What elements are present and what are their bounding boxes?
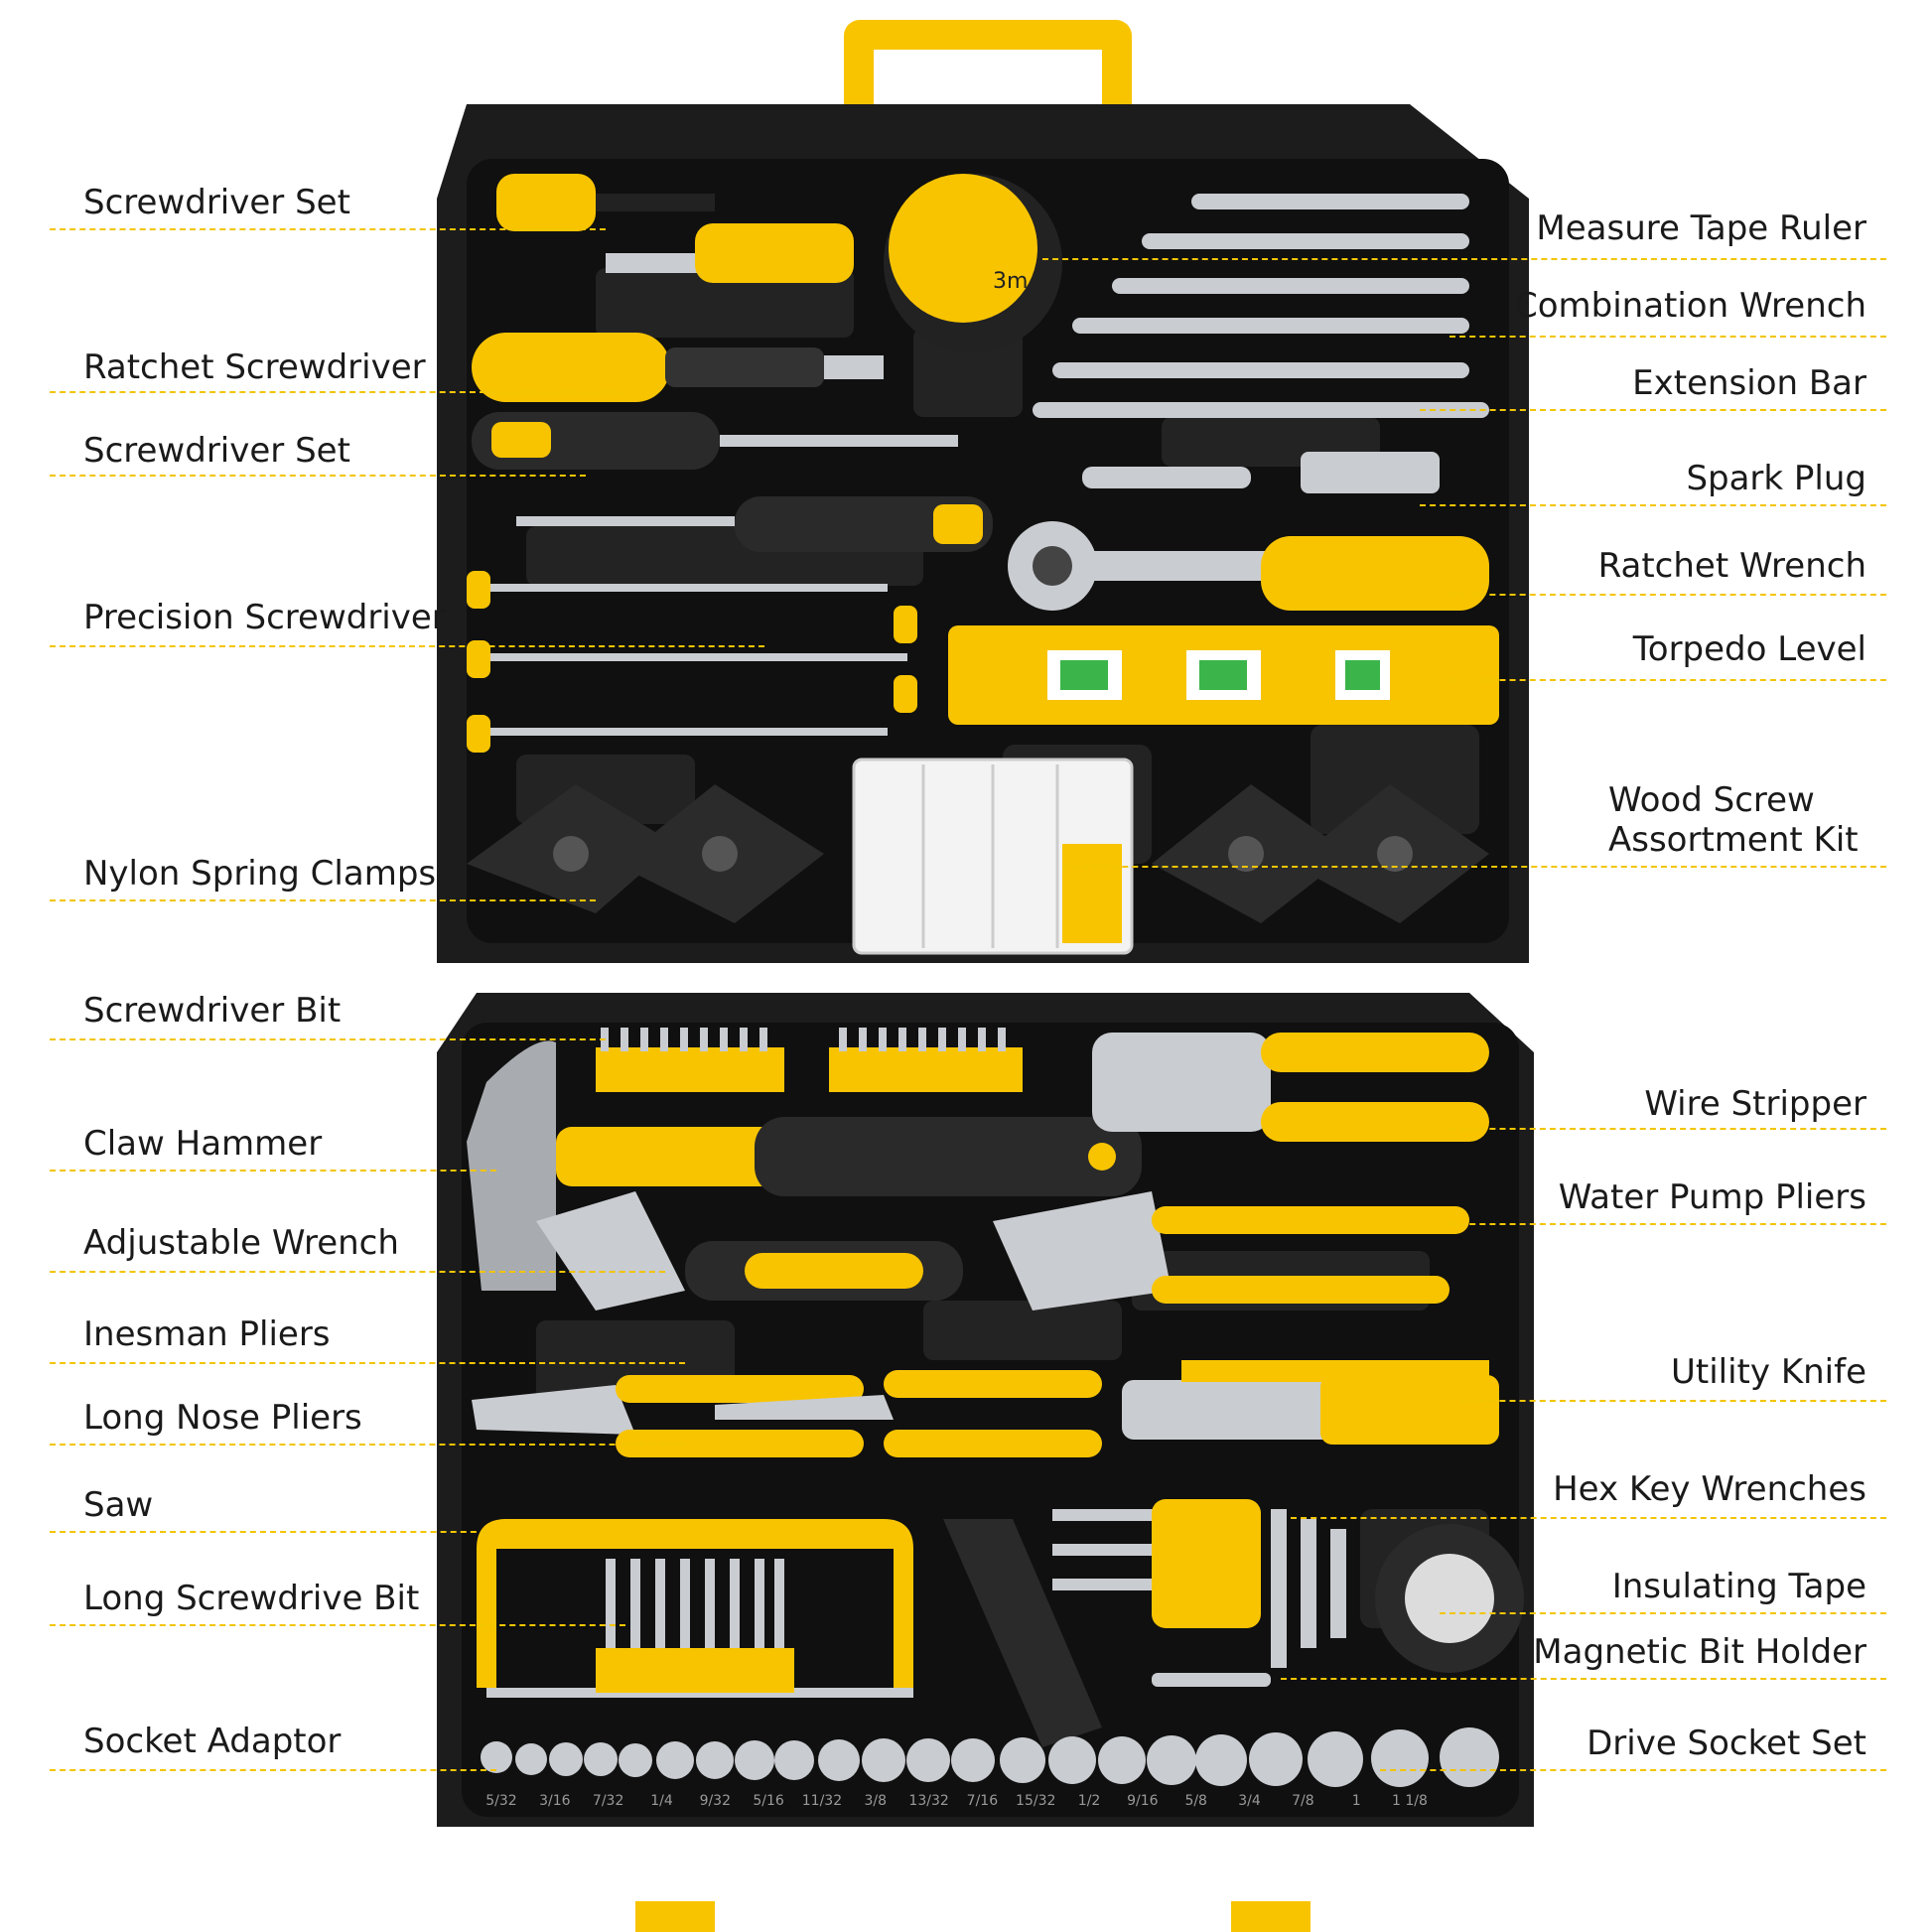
socket-size-label: 1 1/8: [1392, 1793, 1428, 1809]
water-pump-pliers: [993, 1191, 1469, 1311]
socket-size-label: 11/32: [802, 1793, 842, 1809]
precision-screwdrivers: [467, 571, 917, 753]
socket-size-label: 1/2: [1078, 1793, 1101, 1809]
claw-hammer: [467, 1040, 1142, 1291]
socket-size-label: 3/8: [864, 1793, 887, 1809]
tape-brand: 3m: [993, 269, 1028, 294]
long-nose-pliers: [715, 1370, 1102, 1457]
hex-key-wrenches: [1052, 1499, 1346, 1668]
ratchet-wrench: [1008, 521, 1489, 611]
torpedo-level: [948, 625, 1499, 725]
wood-screw-kit: [852, 758, 1134, 955]
screwdriver-set-mid: [472, 412, 993, 552]
magnetic-bit-holder: [1152, 1673, 1271, 1687]
socket-size-label: 3/16: [539, 1793, 571, 1809]
adjustable-wrench: [536, 1191, 963, 1311]
ratchet-screwdriver: [472, 333, 884, 402]
long-screwdriver-bits: [596, 1559, 794, 1693]
combination-wrenches: [1033, 194, 1489, 418]
drive-socket-set: [481, 1727, 1499, 1787]
socket-size-label: 9/16: [1127, 1793, 1159, 1809]
measure-tape: 3m: [884, 174, 1062, 352]
wire-stripper: [1092, 1033, 1489, 1142]
socket-size-label: 15/32: [1016, 1793, 1055, 1809]
lineman-pliers: [472, 1375, 864, 1457]
socket-size-label: 1/4: [650, 1793, 673, 1809]
socket-size-label: 1: [1352, 1793, 1361, 1809]
socket-size-label: 5/8: [1184, 1793, 1207, 1809]
insulating-tape: [1375, 1524, 1524, 1673]
socket-size-label: 7/32: [593, 1793, 623, 1809]
socket-size-label: 7/16: [967, 1793, 999, 1809]
spark-plug-socket: [1301, 452, 1440, 493]
socket-size-label: 5/32: [485, 1793, 516, 1809]
screwdriver-set-top: [496, 174, 854, 283]
socket-size-label: 3/4: [1238, 1793, 1261, 1809]
utility-knife: [1122, 1360, 1499, 1445]
spring-clamps: [467, 784, 1489, 923]
screwdriver-bit-strips: [596, 1028, 1023, 1092]
socket-size-label: 5/16: [753, 1793, 784, 1809]
socket-size-label: 9/32: [700, 1793, 731, 1809]
extension-bar: [1082, 467, 1251, 488]
socket-size-label: 7/8: [1292, 1793, 1314, 1809]
socket-size-label: 13/32: [908, 1793, 948, 1809]
